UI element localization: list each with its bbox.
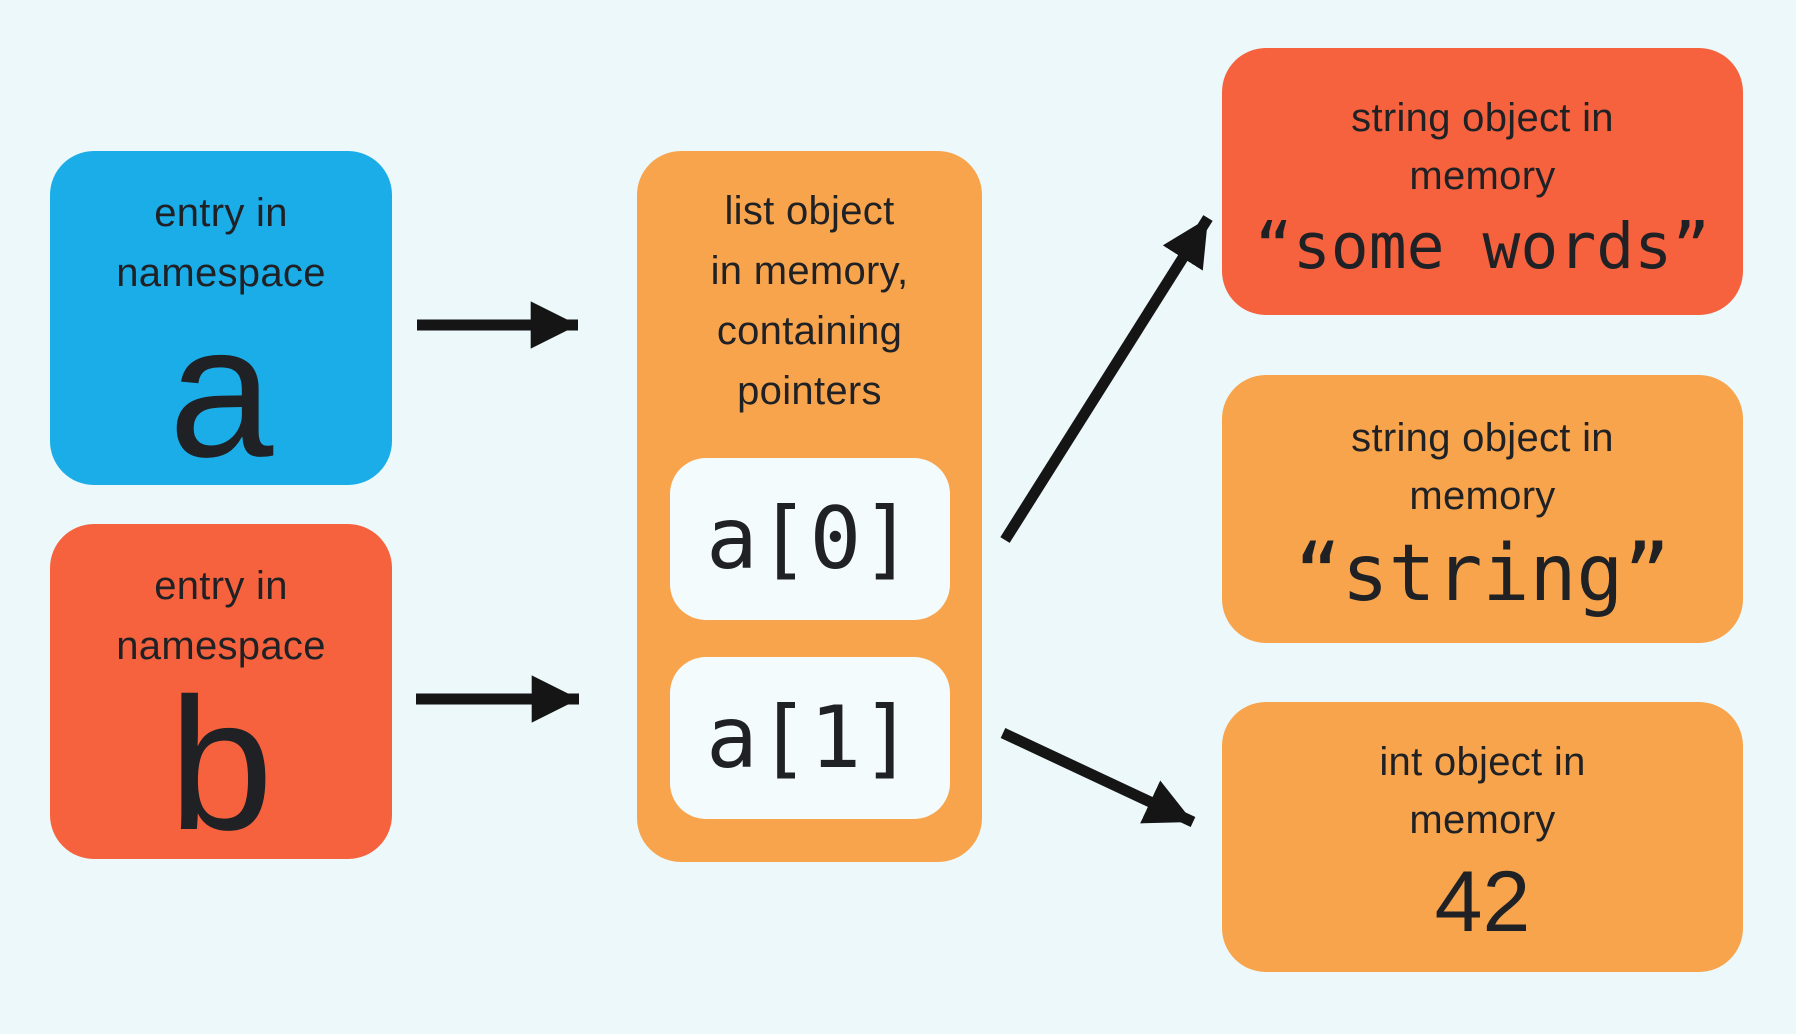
string-object-string-caption: string object in memory (1351, 409, 1614, 525)
namespace-entry-a-caption: entry in namespace (116, 183, 326, 303)
list-slot-a1: a[1] (669, 657, 950, 819)
namespace-entry-a-box: entry in namespace a (50, 151, 392, 485)
caption-line: memory (1409, 474, 1556, 518)
list-object-caption: list object in memory, containing pointe… (711, 181, 909, 421)
variable-name-a: a (168, 286, 274, 496)
caption-line: string object in (1351, 416, 1614, 460)
string-object-some-words-box: string object in memory “some words” (1222, 48, 1743, 315)
namespace-entry-b-box: entry in namespace b (50, 524, 392, 859)
list-slot-a0: a[0] (669, 458, 950, 620)
caption-line: memory (1409, 798, 1556, 842)
list-slot-a1-label: a[1] (705, 688, 914, 788)
caption-line: memory (1409, 154, 1556, 198)
caption-line: namespace (116, 624, 326, 668)
arrow-a1-to-int-object (1000, 728, 1196, 827)
caption-line: namespace (116, 251, 326, 295)
string-object-string-value: “string” (1294, 529, 1671, 619)
caption-line: list object (724, 189, 895, 233)
caption-line: containing (716, 309, 903, 353)
string-object-string-box: string object in memory “string” (1222, 375, 1743, 643)
arrow-a0-to-string-object (1000, 215, 1213, 543)
caption-line: entry in (154, 564, 288, 608)
list-object-box: list object in memory, containing pointe… (637, 151, 982, 862)
int-object-value: 42 (1434, 854, 1531, 950)
namespace-entry-b-caption: entry in namespace (116, 556, 326, 676)
variable-name-b: b (168, 659, 274, 869)
int-object-box: int object in memory 42 (1222, 702, 1743, 972)
caption-line: pointers (737, 369, 882, 413)
caption-line: string object in (1351, 96, 1614, 140)
string-object-some-words-caption: string object in memory (1351, 89, 1614, 205)
string-object-some-words-value: “some words” (1254, 210, 1711, 283)
caption-line: in memory, (710, 249, 909, 293)
int-object-caption: int object in memory (1379, 733, 1585, 849)
list-slot-a0-label: a[0] (705, 489, 914, 589)
caption-line: entry in (154, 191, 288, 235)
caption-line: int object in (1379, 740, 1586, 784)
